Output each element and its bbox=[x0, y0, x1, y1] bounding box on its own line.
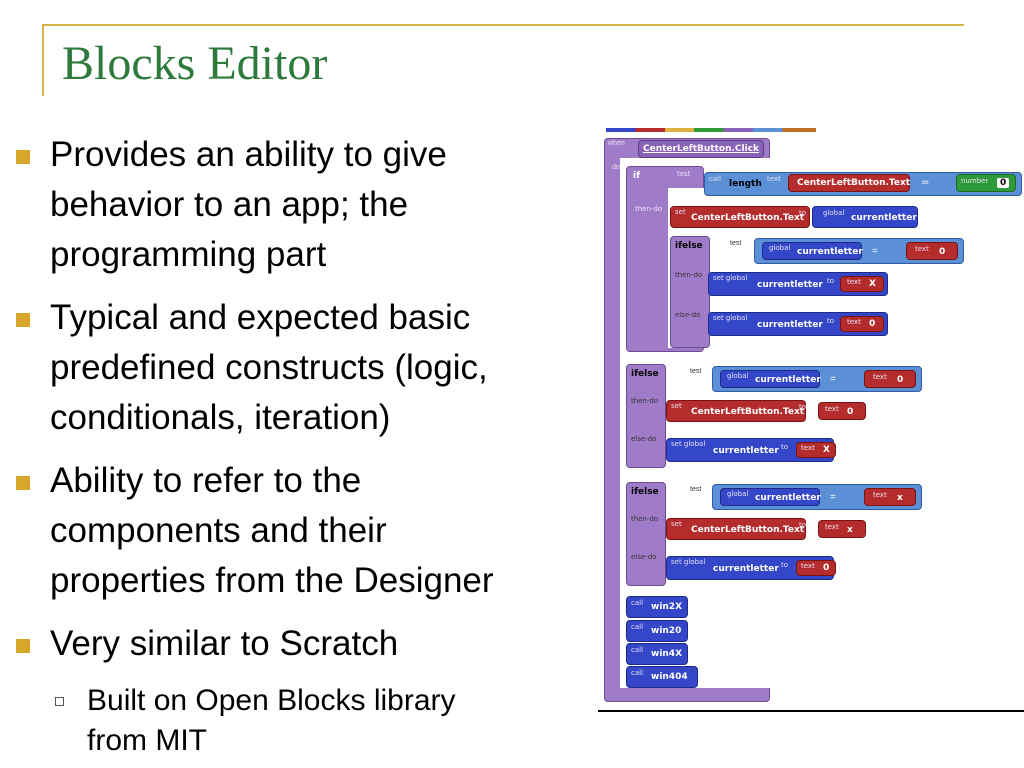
call-procedure-block[interactable]: call win20 bbox=[626, 620, 688, 642]
text-block[interactable]: text 0 bbox=[864, 370, 916, 388]
test-label: test bbox=[690, 368, 702, 375]
do-label: do bbox=[612, 164, 620, 171]
equals-sign: = bbox=[872, 246, 878, 257]
text-block[interactable]: text 0 bbox=[840, 316, 884, 332]
property-getter[interactable]: CenterLeftButton.Text bbox=[788, 174, 910, 192]
text-block[interactable]: text 0 bbox=[906, 242, 958, 260]
ifelse-block-nested[interactable]: ifelse then-do else-do bbox=[670, 236, 710, 348]
title-frame-left bbox=[42, 24, 44, 96]
ifelse-block[interactable]: ifelse then-do else-do bbox=[626, 482, 666, 586]
bullet-marker bbox=[16, 150, 30, 164]
text-block[interactable]: text x bbox=[864, 488, 916, 506]
set-property-block[interactable]: set CenterLeftButton.Text to bbox=[666, 518, 806, 540]
blocks-editor-screenshot: CenterLeftButton.Click when do if test t… bbox=[600, 128, 1024, 712]
text-block[interactable]: text X bbox=[796, 442, 836, 458]
global-getter[interactable]: global currentletter bbox=[720, 370, 821, 388]
bullet-text: Typical and expected basic predefined co… bbox=[50, 298, 488, 437]
text-block[interactable]: text 0 bbox=[796, 560, 836, 576]
test-label: test bbox=[730, 240, 742, 247]
set-property-block[interactable]: set CenterLeftButton.Text to bbox=[670, 206, 810, 228]
global-getter[interactable]: global currentletter bbox=[762, 242, 863, 260]
sub-bullet-text: Built on Open Blocks library from MIT bbox=[87, 684, 456, 757]
text-block[interactable]: text 0 bbox=[818, 402, 866, 420]
equals-sign: = bbox=[830, 492, 836, 503]
global-getter[interactable]: global currentletter bbox=[720, 488, 821, 506]
bullet-list: Provides an ability to give behavior to … bbox=[16, 135, 494, 757]
when-label: when bbox=[608, 140, 625, 147]
slide-title: Blocks Editor bbox=[62, 37, 328, 90]
image-bottom-border bbox=[598, 710, 1024, 712]
bullet-marker bbox=[16, 639, 30, 653]
test-label: test bbox=[690, 486, 702, 493]
set-property-block[interactable]: set CenterLeftButton.Text to bbox=[666, 400, 806, 422]
global-getter[interactable]: global currentletter bbox=[812, 206, 918, 228]
bullet-text: Ability to refer to the components and t… bbox=[50, 461, 494, 600]
text-block[interactable]: text x bbox=[818, 520, 866, 538]
palette-strip bbox=[606, 128, 816, 132]
number-block[interactable]: number 0 bbox=[956, 174, 1016, 192]
sub-bullet-marker bbox=[55, 697, 64, 706]
call-procedure-block[interactable]: call win404 bbox=[626, 666, 698, 688]
ifelse-block[interactable]: ifelse then-do else-do bbox=[626, 364, 666, 468]
text-block[interactable]: text X bbox=[840, 276, 884, 292]
title-frame-top bbox=[42, 24, 964, 26]
bullet-marker bbox=[16, 476, 30, 490]
call-procedure-block[interactable]: call win4X bbox=[626, 643, 688, 665]
bullet-text: Provides an ability to give behavior to … bbox=[50, 135, 447, 274]
bullet-marker bbox=[16, 313, 30, 327]
bullet-text: Very similar to Scratch bbox=[50, 624, 399, 663]
equals-sign: = bbox=[830, 374, 836, 385]
event-name-block: CenterLeftButton.Click bbox=[638, 140, 764, 158]
call-procedure-block[interactable]: call win2X bbox=[626, 596, 688, 618]
